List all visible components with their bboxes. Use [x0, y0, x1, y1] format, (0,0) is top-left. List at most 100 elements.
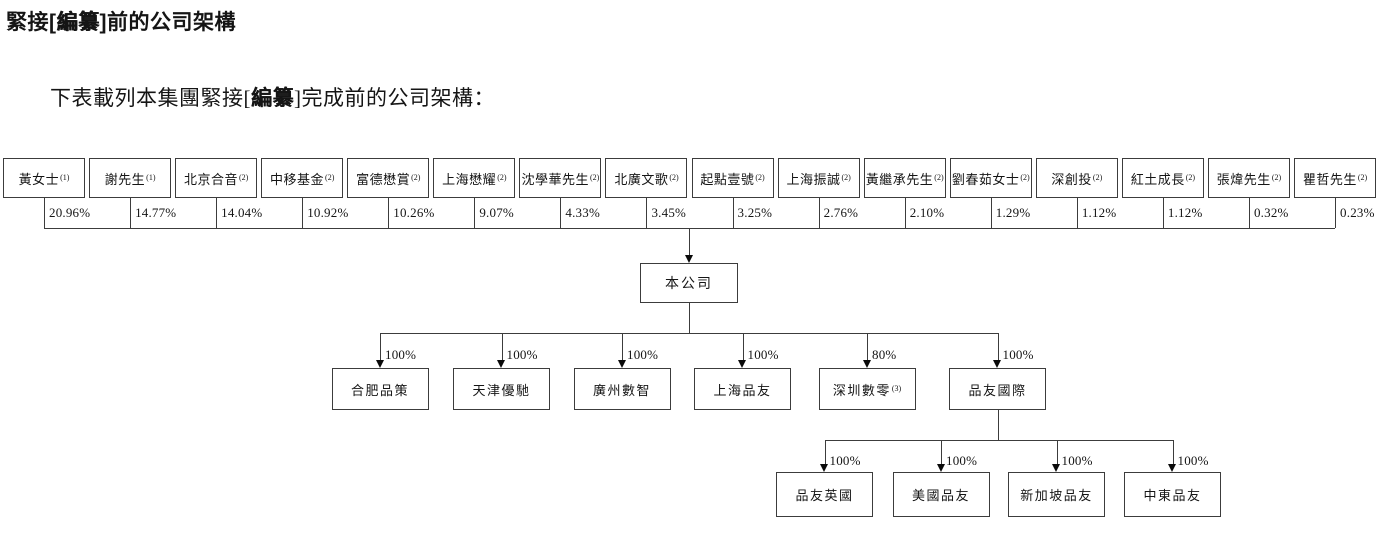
- shareholder-box: 中移基金(2): [261, 158, 344, 198]
- shareholder-box-label: 張煒先生: [1216, 171, 1271, 187]
- ownership-percentage: 0.32%: [1253, 205, 1289, 220]
- shareholder-box-label: 紅土成長: [1130, 171, 1185, 187]
- connector-vline: [1172, 440, 1174, 465]
- connector-vline: [216, 198, 218, 228]
- shareholder-box-label: 富德懋賞: [356, 171, 411, 187]
- ownership-percentage: 80%: [872, 347, 897, 362]
- connector-vline: [646, 198, 648, 228]
- shareholder-box-note: (2): [934, 172, 944, 182]
- ownership-percentage: 2.76%: [823, 205, 859, 220]
- ownership-percentage: 3.45%: [651, 205, 687, 220]
- overseas-subsidiary-box-label: 中東品友: [1143, 488, 1202, 503]
- shareholder-box-label: 謝先生: [104, 171, 146, 187]
- connector-vline: [824, 440, 826, 465]
- ownership-percentage: 1.12%: [1167, 205, 1203, 220]
- connector-vline: [560, 198, 562, 228]
- arrow-down-marker: [738, 360, 746, 368]
- shareholder-box-note: (2): [1357, 172, 1368, 182]
- subsidiaries-bus: [380, 333, 998, 334]
- connector-vline: [388, 198, 390, 228]
- shareholder-box: 瞿哲先生(2): [1294, 158, 1377, 198]
- connector-vline: [1335, 198, 1337, 228]
- shareholder-box-note: (2): [1020, 172, 1030, 182]
- overseas-subsidiary-box: 美國品友: [892, 472, 990, 517]
- shareholder-box: 北京合音(2): [175, 158, 258, 198]
- shareholder-box-note: (2): [1271, 172, 1282, 182]
- connector-vline: [818, 198, 820, 228]
- company-down-line: [689, 303, 690, 333]
- overseas-subsidiary-box: 品友英國: [776, 472, 873, 517]
- shareholder-box: 張煒先生(2): [1207, 158, 1290, 198]
- arrow-down-marker: [617, 360, 626, 368]
- arrow-down-marker: [684, 255, 693, 263]
- connector-vline: [742, 333, 744, 361]
- page-title-pre: 緊接[: [6, 11, 57, 34]
- shareholder-box: 上海振誠(2): [777, 158, 860, 198]
- subsidiary-box: 上海品友: [694, 368, 791, 410]
- ownership-percentage: 20.96%: [49, 205, 91, 220]
- connector-vline: [904, 198, 906, 228]
- shareholder-box-note: (2): [497, 172, 507, 182]
- company-box: 本公司: [640, 263, 738, 303]
- ownership-percentage: 100%: [1061, 453, 1093, 468]
- shareholder-box: 上海懋耀(2): [433, 158, 516, 198]
- shareholder-box-note: (2): [669, 172, 679, 182]
- connector-vline: [44, 198, 45, 228]
- intro-post: ]完成前的公司架構：: [294, 86, 495, 110]
- shareholder-box-label: 黃繼承先生: [865, 171, 934, 187]
- ownership-percentage: 4.33%: [565, 205, 600, 220]
- overseas-subsidiary-box: 中東品友: [1124, 472, 1221, 517]
- connector-vline: [997, 333, 999, 361]
- ownership-percentage: 2.10%: [909, 205, 945, 220]
- subsidiary-box-label: 上海品友: [713, 382, 772, 398]
- shareholder-box-note: (2): [411, 172, 421, 182]
- page-title-redacted: 編纂: [56, 11, 100, 34]
- shareholder-box-note: (2): [325, 172, 335, 182]
- connector-vline: [380, 333, 381, 361]
- shareholder-box-note: (2): [755, 172, 765, 182]
- intro-sentence: 下表載列本集團緊接[編纂]完成前的公司架構：: [50, 82, 495, 112]
- shareholder-box-label: 上海振誠: [786, 171, 841, 187]
- ownership-percentage: 100%: [747, 347, 779, 362]
- shareholder-box-label: 黃女士: [18, 171, 60, 187]
- overseas-subsidiary-box: 新加坡品友: [1008, 472, 1105, 517]
- shareholder-box-label: 北廣文歌: [614, 171, 669, 187]
- page-title-post: ]前的公司架構: [99, 11, 236, 34]
- subsidiary-box: 合肥品策: [331, 368, 429, 410]
- connector-vline: [990, 198, 992, 228]
- connector-vline: [302, 198, 304, 228]
- shareholder-box: 黃繼承先生(2): [863, 158, 946, 198]
- arrow-down-marker: [497, 360, 505, 368]
- shareholder-box: 起點壹號(2): [691, 158, 774, 198]
- company-drop-line: [689, 228, 690, 256]
- overseas-bus: [824, 440, 1173, 441]
- ownership-percentage: 10.26%: [393, 205, 435, 220]
- ownership-percentage: 100%: [385, 347, 417, 362]
- international-down-line: [997, 410, 999, 440]
- overseas-subsidiary-box-label: 品友英國: [795, 488, 854, 503]
- ownership-percentage: 100%: [627, 347, 659, 362]
- arrow-down-marker: [1052, 464, 1060, 472]
- connector-vline: [130, 198, 132, 228]
- intro-pre: 下表載列本集團緊接[: [50, 86, 251, 110]
- shareholder-box-label: 北京合音: [183, 171, 238, 187]
- subsidiary-box-label: 合肥品策: [350, 382, 409, 398]
- ownership-percentage: 100%: [1177, 453, 1209, 468]
- shareholder-box: 劉春茹女士(2): [949, 158, 1032, 198]
- ownership-percentage: 0.23%: [1340, 205, 1375, 220]
- connector-vline: [474, 198, 476, 228]
- shareholder-box-note: (2): [1092, 172, 1103, 182]
- shareholder-box-label: 瞿哲先生: [1302, 171, 1357, 187]
- shareholder-box-label: 中移基金: [270, 171, 325, 187]
- arrow-down-marker: [820, 464, 828, 472]
- ownership-percentage: 1.29%: [995, 205, 1031, 220]
- shareholder-box: 深創投(2): [1035, 158, 1118, 198]
- shareholder-box-label: 劉春茹女士: [951, 171, 1020, 187]
- arrow-down-marker: [993, 360, 1001, 368]
- shareholder-box-note: (2): [1185, 172, 1196, 182]
- connector-vline: [1056, 440, 1058, 465]
- connector-vline: [941, 440, 942, 465]
- shareholder-box-note: (1): [60, 172, 70, 182]
- shareholder-box-label: 深創投: [1051, 171, 1092, 187]
